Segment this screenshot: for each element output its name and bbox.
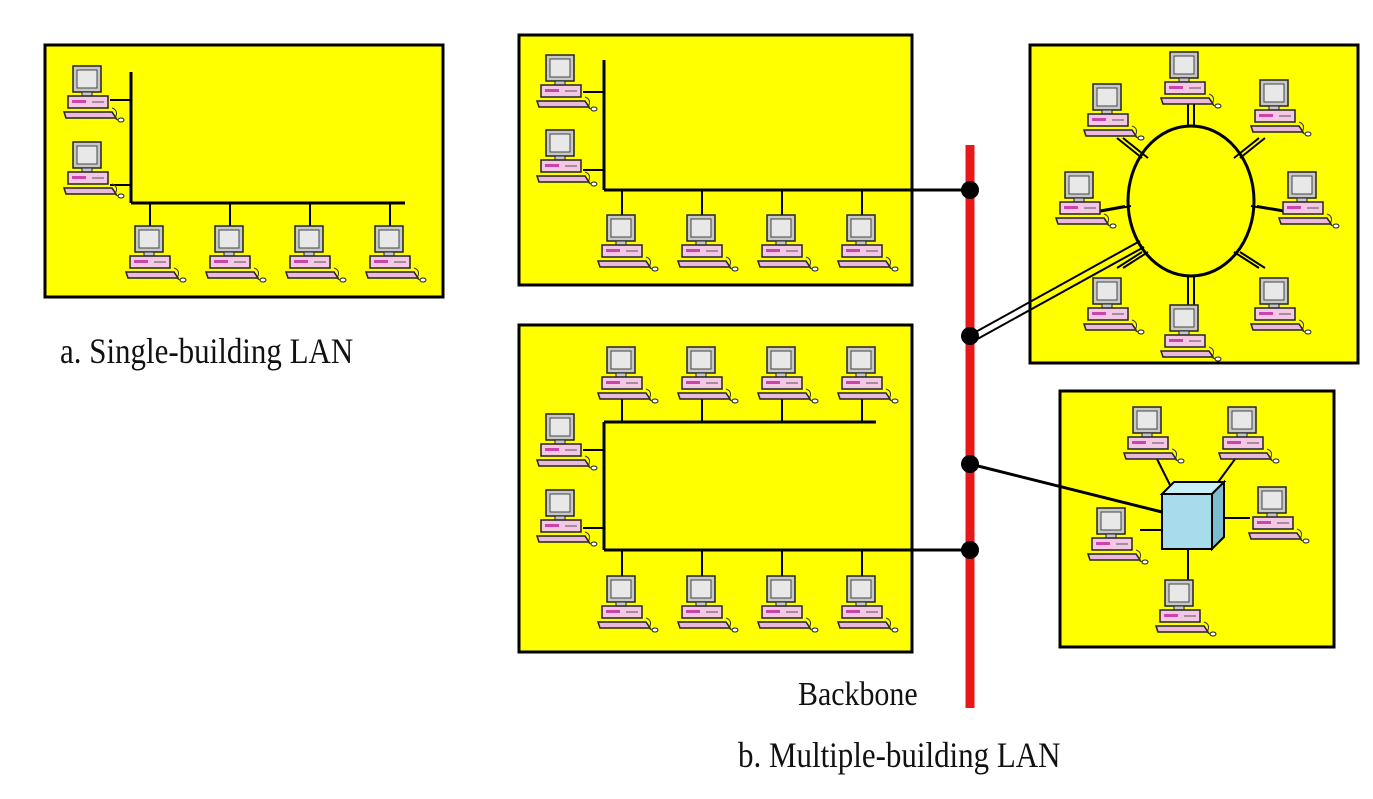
cable <box>1116 251 1143 269</box>
building-dual-bus <box>517 323 914 654</box>
computer-icon <box>124 225 187 283</box>
computer-icon <box>1086 507 1149 565</box>
computer-icon <box>836 575 899 633</box>
computer-icon <box>62 141 125 199</box>
computer-icon <box>596 575 659 633</box>
cable <box>1116 137 1143 159</box>
cable <box>1233 251 1260 269</box>
backbone-connector <box>961 541 979 559</box>
cable <box>1122 137 1149 159</box>
computer-icon <box>1159 304 1222 362</box>
cable <box>969 462 1163 514</box>
computer-icon <box>1249 277 1312 335</box>
caption-multiple-building-lan: b. Multiple-building LAN <box>738 735 1061 775</box>
computer-icon <box>1154 579 1217 637</box>
computer-icon <box>836 346 899 404</box>
backbone-label: Backbone <box>798 676 918 713</box>
computer-icon <box>1082 83 1145 141</box>
caption-single-building-lan: a. Single-building LAN <box>60 331 354 371</box>
computer-icon <box>836 214 899 272</box>
computer-icon <box>756 346 819 404</box>
computer-icon <box>1249 79 1312 137</box>
computer-icon <box>1247 486 1310 544</box>
computer-icon <box>535 129 598 187</box>
computer-icon <box>1054 171 1117 229</box>
computer-icon <box>676 575 739 633</box>
computer-icon <box>756 214 819 272</box>
computer-icon <box>284 225 347 283</box>
computer-icon <box>1277 171 1340 229</box>
computer-icon <box>676 214 739 272</box>
building-bus <box>517 33 914 287</box>
cable <box>1154 454 1171 486</box>
ring-cable <box>1126 124 1256 278</box>
computer-icon <box>204 225 267 283</box>
cable <box>971 240 1141 335</box>
computer-icon <box>535 54 598 112</box>
cable <box>1122 251 1149 269</box>
computer-icon <box>596 214 659 272</box>
computer-icon <box>676 346 739 404</box>
computer-icon <box>535 489 598 547</box>
computer-icon <box>1122 406 1185 464</box>
computer-icon <box>1082 277 1145 335</box>
computer-icon <box>535 413 598 471</box>
computer-icon <box>1217 406 1280 464</box>
computer-icon <box>756 575 819 633</box>
cable <box>1239 137 1266 159</box>
backbone-connector <box>961 455 979 473</box>
backbone-connector <box>961 181 979 199</box>
cable <box>1097 205 1132 213</box>
backbone-connector <box>961 327 979 345</box>
cable <box>1215 454 1239 486</box>
cable <box>1239 251 1266 269</box>
computer-icon <box>62 65 125 123</box>
computer-icon <box>1159 51 1222 109</box>
computer-icon <box>364 225 427 283</box>
switch-icon <box>1159 479 1227 552</box>
building-single <box>43 43 445 299</box>
computer-icon <box>596 346 659 404</box>
cable <box>1233 137 1260 159</box>
cable <box>971 246 1145 343</box>
